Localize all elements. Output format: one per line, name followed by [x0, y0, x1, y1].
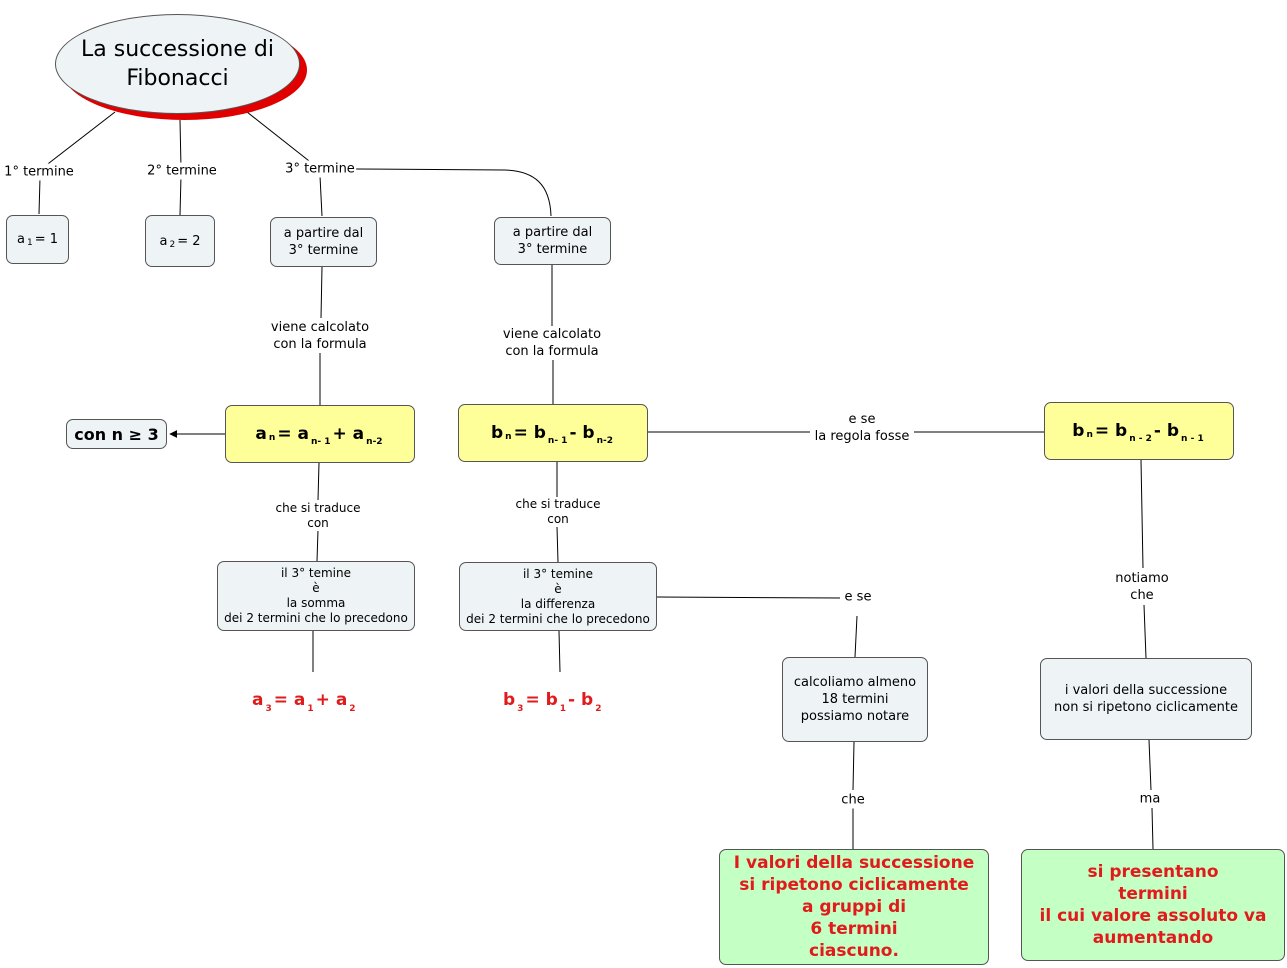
line-formulabalt-notiamo: [1140, 459, 1144, 569]
link-label-translates-a: che si traduce con: [274, 501, 362, 531]
a3-eq: = a: [273, 690, 306, 710]
formula-b-lhs-sub: n: [505, 432, 512, 442]
a3-lhs-sub: 3: [265, 704, 272, 714]
line-formulaa-translates: [317, 462, 320, 501]
a3-op: + a: [315, 690, 348, 710]
line-third-froma: [319, 175, 323, 217]
a2-rest: = 2: [177, 233, 201, 249]
node-no-repeat[interactable]: i valori della successione non si ripeto…: [1040, 658, 1252, 740]
formula-b-op: - b: [569, 423, 595, 443]
root-node[interactable]: La successione di Fibonacci: [55, 14, 300, 114]
a3-t2-sub: 2: [349, 704, 356, 714]
line-second-a2: [179, 175, 182, 216]
node-third-sum[interactable]: il 3° temine è la somma dei 2 termini ch…: [217, 561, 415, 631]
formula-a-lhs-sub: n: [268, 433, 276, 443]
b3-lhs: b: [503, 690, 516, 710]
link-label-second-term: 2° termine: [146, 162, 218, 180]
link-label-but: ma: [1138, 790, 1162, 808]
link-label-we-notice: notiamo che: [1114, 570, 1170, 604]
node-from-third-a[interactable]: a partire dal 3° termine: [270, 217, 377, 267]
node-condition[interactable]: con n ≥ 3: [66, 419, 167, 449]
b3-op: - b: [568, 690, 594, 710]
line-diff-andif: [656, 596, 841, 599]
line-first-a1: [38, 177, 41, 215]
line-calc18-che: [852, 741, 855, 791]
line-andif-calc18: [854, 615, 858, 658]
formula-b-t1-sub: n- 1: [547, 436, 568, 446]
formula-a-op: + a: [332, 424, 365, 444]
a3-lhs: a: [252, 690, 264, 710]
a1-sub: 1: [26, 238, 33, 248]
a2-sub: 2: [169, 239, 176, 250]
root-node-wrapper[interactable]: La successione di Fibonacci: [55, 14, 310, 124]
link-label-first-term: 1° termine: [3, 163, 75, 181]
formula-a-lhs: a: [255, 424, 267, 444]
link-label-and-if-rule: e se la regola fosse: [813, 411, 911, 445]
formula-a-t2-sub: n-2: [366, 437, 383, 447]
node-calc18[interactable]: calcoliamo almeno 18 termini possiamo no…: [782, 657, 928, 742]
formula-a-eq: = a: [277, 424, 309, 444]
a3-t1-sub: 1: [307, 704, 314, 714]
node-third-diff[interactable]: il 3° temine è la differenza dei 2 termi…: [459, 562, 657, 631]
line-diff-b3: [558, 630, 561, 673]
b3-t2-sub: 2: [595, 704, 602, 714]
formula-b-alt-t1-sub: n - 2: [1129, 434, 1152, 444]
line-notiamo-norepeat: [1143, 604, 1147, 659]
a2-var: a: [159, 233, 168, 249]
a1-rest: = 1: [34, 232, 58, 247]
line-translates-sum: [316, 529, 319, 562]
link-label-and-if: e se: [843, 588, 873, 606]
node-repeat-groups[interactable]: I valori della successione si ripetono c…: [719, 849, 989, 965]
link-label-translates-b: che si traduce con: [514, 497, 602, 527]
b3-eq: = b: [525, 690, 558, 710]
formula-a-t1-sub: n- 1: [310, 437, 331, 447]
formula-b-lhs: b: [490, 423, 504, 443]
line-third-fromb: [354, 168, 552, 217]
line-translates-diff: [556, 526, 559, 563]
formula-b-alt-lhs: b: [1072, 421, 1085, 441]
a1-var: a: [17, 232, 25, 247]
formula-b-alt-op: - b: [1153, 421, 1180, 441]
node-abs-growing[interactable]: si presentano termini il cui valore asso…: [1021, 849, 1285, 961]
formula-b-alt-lhs-sub: n: [1086, 430, 1093, 440]
link-label-third-term: 3° termine: [284, 160, 356, 178]
b3-t1-sub: 1: [559, 704, 567, 714]
line-root-second: [179, 119, 182, 169]
formula-b-alt-eq: = b: [1094, 421, 1128, 441]
line-norepeat-ma: [1148, 739, 1152, 791]
node-from-third-b[interactable]: a partire dal 3° termine: [494, 217, 611, 265]
link-label-calc-formula-b: viene calcolato con la formula: [501, 326, 603, 360]
formula-b-eq: = b: [513, 423, 546, 443]
link-label-calc-formula-a: viene calcolato con la formula: [269, 319, 371, 353]
line-root-third: [246, 111, 319, 169]
formula-b-t2-sub: n-2: [596, 436, 614, 446]
link-label-that: che: [840, 791, 866, 809]
formula-b-alt-t2-sub: n - 1: [1181, 434, 1204, 444]
b3-lhs-sub: 3: [517, 704, 524, 714]
line-froma-calc: [320, 266, 323, 319]
line-ma-abs: [1151, 807, 1154, 850]
line-root-first: [39, 111, 116, 171]
